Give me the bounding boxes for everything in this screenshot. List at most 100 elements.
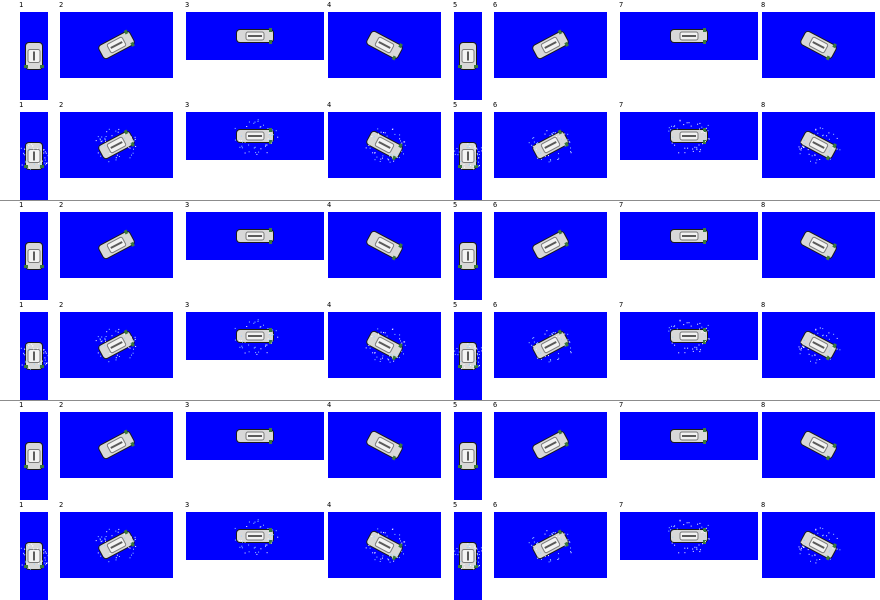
frame-canvas [20, 412, 48, 500]
frame-canvas [494, 312, 607, 378]
hovercraft-icon [668, 319, 710, 354]
frame-number: 4 [327, 501, 332, 509]
water-spray [234, 119, 279, 155]
water-spray [20, 143, 48, 170]
frame-number: 2 [59, 1, 64, 9]
hovercraft-icon [234, 519, 279, 555]
frame-number: 3 [185, 201, 190, 209]
frame-number: 6 [493, 101, 498, 109]
frame-canvas [186, 412, 324, 460]
frame-number: 3 [185, 1, 190, 9]
hovercraft-icon [366, 230, 403, 261]
water-spray [798, 127, 841, 164]
hovercraft-icon [454, 542, 482, 570]
water-spray [454, 343, 482, 370]
frame-canvas [186, 312, 324, 360]
hovercraft-icon [365, 328, 406, 363]
water-spray [798, 527, 841, 564]
frame-number: 1 [19, 301, 24, 309]
hovercraft-icon [800, 430, 837, 461]
hovercraft-icon [800, 230, 837, 261]
frame-number: 1 [19, 501, 24, 509]
hovercraft-icon [532, 29, 569, 60]
hovercraft-icon [528, 129, 572, 163]
hovercraft-icon [458, 42, 478, 70]
hovercraft-icon [98, 429, 135, 460]
frame-canvas [454, 512, 482, 600]
water-spray [95, 528, 137, 563]
hovercraft-icon [95, 328, 137, 363]
frame-canvas [60, 412, 173, 478]
frame-canvas [328, 412, 441, 478]
water-spray [528, 530, 572, 563]
water-spray [365, 328, 406, 363]
frame-canvas [328, 212, 441, 278]
frame-number: 7 [619, 201, 624, 209]
frame-canvas [762, 512, 875, 578]
frame-number: 2 [59, 501, 64, 509]
hovercraft-icon [798, 527, 841, 564]
frame-number: 3 [185, 501, 190, 509]
frame-canvas [454, 112, 482, 200]
frame-canvas [328, 312, 441, 378]
water-spray [798, 327, 841, 364]
water-spray [528, 130, 572, 163]
frame-canvas [60, 112, 173, 178]
frame-canvas [620, 12, 758, 60]
hovercraft-icon [366, 430, 403, 461]
hovercraft-icon [20, 142, 48, 170]
frame-number: 4 [327, 301, 332, 309]
hovercraft-icon [454, 142, 482, 170]
hovercraft-icon [532, 429, 569, 460]
hovercraft-icon [670, 228, 708, 244]
frame-number: 6 [493, 401, 498, 409]
water-spray [668, 319, 710, 354]
water-spray [95, 328, 137, 363]
frame-canvas [328, 12, 441, 78]
frame-canvas [186, 112, 324, 160]
frame-canvas [494, 212, 607, 278]
frame-canvas [620, 512, 758, 560]
frame-number: 4 [327, 201, 332, 209]
group-divider [0, 200, 880, 201]
frame-number: 6 [493, 301, 498, 309]
frame-number: 2 [59, 201, 64, 209]
hovercraft-icon [95, 128, 137, 163]
hovercraft-icon [458, 242, 478, 270]
hovercraft-icon [365, 528, 406, 563]
frame-number: 8 [761, 201, 766, 209]
hovercraft-icon [24, 442, 44, 470]
frame-canvas [454, 312, 482, 400]
hovercraft-icon [234, 319, 279, 355]
frame-number: 6 [493, 501, 498, 509]
hovercraft-icon [24, 242, 44, 270]
hovercraft-icon [528, 329, 572, 363]
hovercraft-icon [528, 529, 572, 563]
frame-canvas [620, 412, 758, 460]
hovercraft-icon [98, 229, 135, 260]
frame-canvas [620, 212, 758, 260]
frame-canvas [494, 412, 607, 478]
frame-number: 2 [59, 301, 64, 309]
frame-canvas [494, 112, 607, 178]
hovercraft-icon [24, 42, 44, 70]
frame-number: 1 [19, 401, 24, 409]
frame-canvas [20, 112, 48, 200]
frame-number: 1 [19, 201, 24, 209]
frame-number: 4 [327, 401, 332, 409]
frame-number: 7 [619, 101, 624, 109]
water-spray [365, 528, 406, 563]
frame-number: 7 [619, 501, 624, 509]
frame-canvas [762, 212, 875, 278]
frame-number: 5 [453, 101, 458, 109]
frame-canvas [20, 212, 48, 300]
hovercraft-icon [366, 30, 403, 61]
frame-number: 5 [453, 301, 458, 309]
water-spray [20, 543, 48, 570]
frame-number: 7 [619, 301, 624, 309]
frame-canvas [494, 512, 607, 578]
frame-number: 8 [761, 1, 766, 9]
hovercraft-icon [20, 542, 48, 570]
frame-canvas [762, 312, 875, 378]
